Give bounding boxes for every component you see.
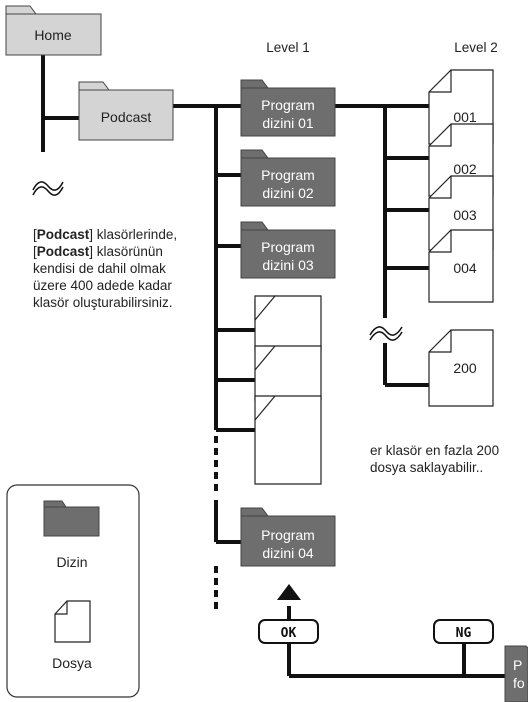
file-004-label: 004 bbox=[453, 260, 477, 276]
file-001-label: 001 bbox=[453, 109, 477, 125]
file-002-label: 002 bbox=[453, 161, 477, 177]
legend-file-label: Dosya bbox=[52, 655, 92, 671]
file-200[interactable]: 200 bbox=[428, 329, 494, 407]
home-folder-label: Home bbox=[34, 27, 72, 43]
break-mark-icon bbox=[32, 181, 64, 191]
level1-file-stack bbox=[254, 295, 322, 485]
program-folder-02[interactable]: Program dizini 02 bbox=[240, 149, 336, 207]
program-folder-04[interactable]: Program dizini 04 bbox=[240, 507, 336, 567]
file-limit-note: er klasör en fazla 200 dosya saklayabili… bbox=[370, 442, 528, 476]
program-folder-03[interactable]: Program dizini 03 bbox=[240, 221, 336, 279]
level1-header: Level 1 bbox=[266, 40, 310, 55]
note-line-4: üzere 400 adede kadar bbox=[33, 278, 172, 293]
program-folder-02-line2: dizini 02 bbox=[262, 185, 314, 201]
bracket: [ bbox=[33, 244, 37, 259]
folder-icon bbox=[43, 500, 100, 537]
break-mark-icon bbox=[369, 326, 403, 336]
podcast-folder[interactable]: Podcast bbox=[78, 81, 174, 141]
ng-button-label: NG bbox=[456, 626, 472, 641]
note-text: ] klasörlerinde, bbox=[89, 227, 178, 242]
program-folder-01-line1: Program bbox=[261, 97, 315, 113]
program-folder-03-line1: Program bbox=[261, 239, 315, 255]
ok-button[interactable]: OK bbox=[258, 619, 319, 644]
cutoff-folder-line1: P bbox=[513, 657, 522, 673]
program-folder-03-line2: dizini 03 bbox=[262, 257, 314, 273]
arrow-up-icon bbox=[277, 584, 301, 600]
file-limit-line-2: dosya saklayabilir.. bbox=[370, 460, 484, 475]
file-limit-line-1: er klasör en fazla 200 bbox=[370, 443, 500, 458]
program-folder-02-line1: Program bbox=[261, 167, 315, 183]
level2-header: Level 2 bbox=[454, 40, 498, 55]
legend-folder-label: Dizin bbox=[56, 554, 87, 570]
home-folder[interactable]: Home bbox=[5, 5, 102, 56]
note-line-1: [Podcast] klasörlerinde, bbox=[33, 226, 203, 243]
note-line-5: klasör oluşturabilirsiniz. bbox=[33, 295, 173, 310]
podcast-bold: Podcast bbox=[36, 227, 90, 242]
program-folder-04-line2: dizini 04 bbox=[262, 545, 314, 561]
file-icon bbox=[54, 600, 91, 643]
note-text: ] klasörünün bbox=[89, 244, 163, 259]
podcast-limit-note: [Podcast] klasörlerinde, [Podcast] klasö… bbox=[33, 226, 203, 311]
note-line-3: kendisi de dahil olmak bbox=[33, 261, 166, 276]
legend: Dizin Dosya bbox=[6, 484, 140, 698]
cutoff-folder-line2: fo bbox=[513, 675, 525, 691]
podcast-bold: Podcast bbox=[36, 244, 90, 259]
program-folder-01-line2: dizini 01 bbox=[262, 115, 314, 131]
tree-lines bbox=[41, 55, 505, 678]
bracket: [ bbox=[33, 227, 37, 242]
ng-button[interactable]: NG bbox=[433, 619, 494, 644]
break-mark-icon bbox=[32, 186, 64, 196]
program-folder-01[interactable]: Program dizini 01 bbox=[240, 79, 336, 137]
break-mark-icon bbox=[369, 331, 403, 341]
file-200-label: 200 bbox=[453, 360, 477, 376]
note-line-2: [Podcast] klasörünün bbox=[33, 243, 203, 260]
ok-button-label: OK bbox=[281, 626, 297, 641]
file-004[interactable]: 004 bbox=[428, 229, 494, 303]
cutoff-folder[interactable]: P fo bbox=[504, 645, 528, 702]
program-folder-04-line1: Program bbox=[261, 527, 315, 543]
podcast-folder-label: Podcast bbox=[101, 109, 152, 125]
file-003-label: 003 bbox=[453, 207, 477, 223]
